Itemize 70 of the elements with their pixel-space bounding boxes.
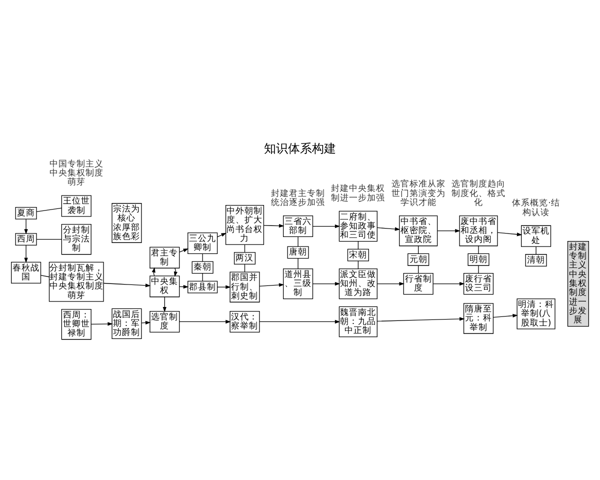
node-box: 元朝 [408,253,430,266]
arrow [497,232,522,236]
diagram-title: 知识体系构建 [264,142,336,156]
node-box: 分封制与宗法制 [61,224,92,255]
label: 选官制度趋向制度化、格式化 [452,180,506,208]
node-box: 君主专制 [150,246,180,268]
node-box: 废中书省和丞相，设内阁 [459,215,498,246]
arrow [162,296,166,312]
arrow [437,229,460,233]
node-box: 战国后期：军功爵制 [112,308,142,340]
node-box: 行省制度 [403,273,434,295]
connector [478,265,479,274]
label: 选官标准从家世门第演变为学识才能 [391,180,446,208]
arrow [103,282,151,288]
node-box: 夏商 [15,206,37,220]
node-box: 王位世袭制 [61,195,92,217]
node-box: 两汉 [234,252,256,265]
arrow [24,218,28,234]
node-box: 分封制瓦解，封建专制主义中央集权制度萌芽 [48,262,104,302]
arrow [174,268,178,277]
node-box: 秦朝 [192,261,214,274]
arrow [216,232,227,238]
node-box: 春秋战国 [11,262,42,284]
node-box: 宗法为核心 浓厚部族色彩 [112,203,142,243]
node-box: 三公九卿制 [188,232,218,254]
node-box: 选官制度 [150,310,180,333]
node-box: 宋朝 [347,248,369,262]
arrow [376,317,465,322]
connector [36,239,62,240]
arrow [179,320,231,324]
node-box: 中外朝制度、扩大尚书台权力 [225,205,264,245]
node-box: 派文臣做知州、改道为路 [338,268,378,300]
label: 体系概览·结构认读 [512,198,560,218]
node-box: 明清：科举制(八股取士) [516,298,556,330]
node-box: 西周：世卿世禄制 [61,308,92,340]
arrow [24,245,28,263]
node-box: 西周 [15,233,37,246]
connector [36,208,62,212]
label: 中国专制主义中央集权制度萌芽 [49,159,104,188]
arrow [259,283,284,287]
connector [40,275,50,278]
arrow [90,322,113,326]
node-box: 郡国并行制、刺史制 [230,272,260,302]
label: 封建君主专制统治逐步加强 [271,188,326,208]
node-box: 隋唐至元：科举制 [463,303,494,334]
arrow [312,224,340,228]
node-box: 魏晋南北朝：九品中正制 [338,306,378,338]
node-box: 清朝 [525,254,547,266]
node-box: 明朝 [468,253,490,266]
node-box: 二府制、参知政事和三司使 [338,210,378,242]
arrow [179,248,189,252]
node-box: 废行省设三司 [463,273,494,295]
node-box: 中书省、枢密院、宣政院 [399,215,438,246]
arrow [377,227,400,231]
node-box: 道州县、三级制 [283,268,314,300]
arrow [312,282,340,286]
label: 封建中央集权制进一步加强 [331,184,386,204]
node-box: 中央集权 [150,276,180,298]
node-box: 郡县制 [188,280,218,294]
node-box: 设军机处 [521,225,552,247]
arrow [493,314,518,318]
node-box: 封建专制主义中央集权制度进一步发展 [567,240,589,327]
arrow [264,224,284,228]
connector [478,246,479,254]
arrow [377,282,404,286]
node-box: 三省六部制 [283,215,314,238]
arrow [432,282,465,286]
arrow [259,320,340,324]
node-box: 汉代：察举制 [230,310,260,333]
node-box: 唐朝 [287,246,309,259]
